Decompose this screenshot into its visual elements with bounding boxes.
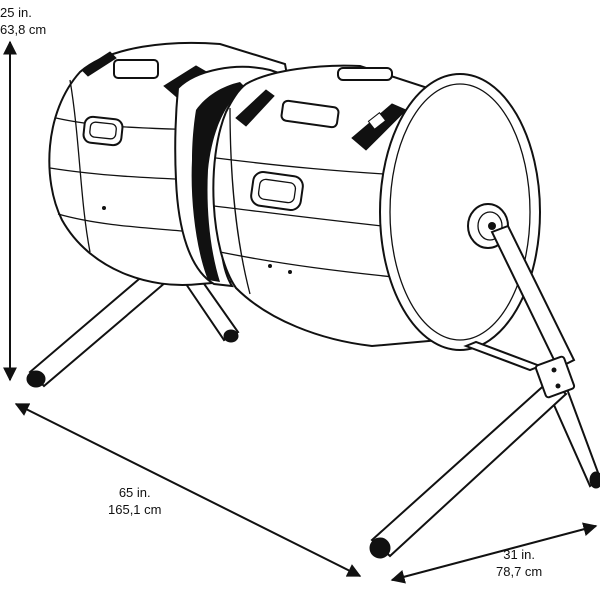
- drum-end-cap: [379, 73, 541, 351]
- length-metric: 165,1 cm: [108, 502, 162, 517]
- back-right-leg: [184, 276, 240, 343]
- front-left-leg: [369, 378, 568, 559]
- width-imperial: 31 in.: [503, 547, 536, 562]
- frame-crossbar: [463, 340, 543, 372]
- back-left-leg: [26, 266, 168, 388]
- width-dimension-arrow: [390, 522, 598, 584]
- height-label: 25 in. 63,8 cm: [0, 4, 46, 38]
- leg-joint-bracket: [534, 355, 576, 399]
- front-drum: [212, 64, 442, 348]
- height-metric: 63,8 cm: [0, 22, 47, 37]
- length-label: 65 in. 165,1 cm: [108, 484, 161, 518]
- length-dimension-arrow: [14, 403, 362, 577]
- width-metric: 78,7 cm: [496, 564, 543, 579]
- width-label: 31 in. 78,7 cm: [496, 546, 542, 580]
- height-imperial: 25 in.: [0, 5, 32, 20]
- length-imperial: 65 in.: [118, 485, 151, 500]
